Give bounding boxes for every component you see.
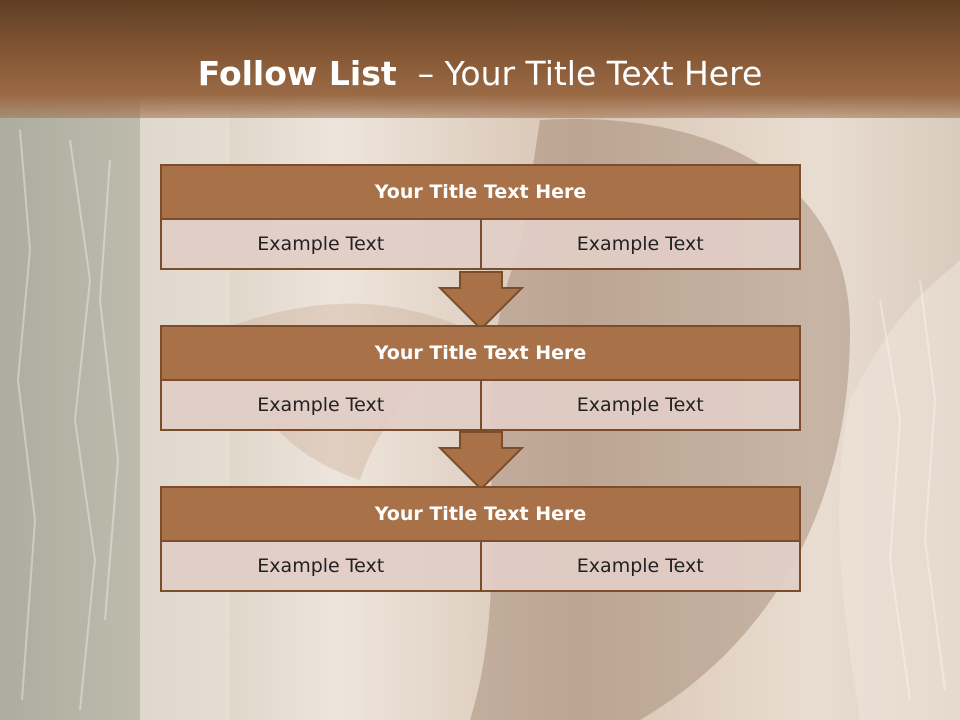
step-box-2: Your Title Text Here Example Text Exampl… [160, 325, 801, 431]
step-cell-right: Example Text [481, 381, 801, 431]
step-cell-left: Example Text [160, 220, 482, 270]
step-row: Example Text Example Text [160, 220, 801, 270]
header-band [0, 0, 960, 118]
step-title: Your Title Text Here [160, 486, 801, 542]
step-row: Example Text Example Text [160, 542, 801, 592]
step-row: Example Text Example Text [160, 381, 801, 431]
slide-title: Follow List – Your Title Text Here [0, 54, 960, 93]
step-title: Your Title Text Here [160, 325, 801, 381]
step-box-3: Your Title Text Here Example Text Exampl… [160, 486, 801, 592]
step-box-1: Your Title Text Here Example Text Exampl… [160, 164, 801, 270]
step-cell-right: Example Text [481, 542, 801, 592]
step-cell-left: Example Text [160, 542, 482, 592]
step-cell-right: Example Text [481, 220, 801, 270]
step-title: Your Title Text Here [160, 164, 801, 220]
down-arrow-icon [437, 270, 525, 332]
step-cell-left: Example Text [160, 381, 482, 431]
title-bold: Follow List [197, 54, 397, 93]
down-arrow-icon [437, 430, 525, 492]
title-rest: – Your Title Text Here [417, 54, 763, 93]
